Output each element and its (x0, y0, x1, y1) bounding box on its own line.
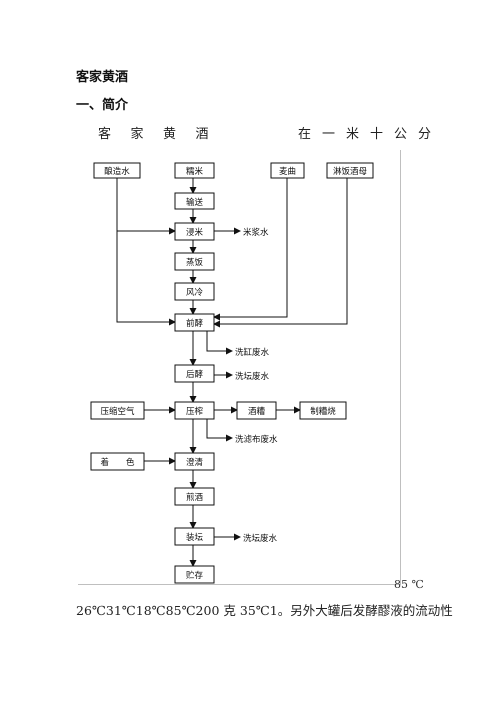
box-soak (174, 222, 215, 241)
box-press (174, 401, 215, 420)
box-pre-ferment (174, 313, 215, 332)
box-lees (236, 401, 277, 420)
waste-soak-water: 米浆水 (243, 227, 269, 238)
document-title: 客家黄酒 (76, 70, 129, 85)
label-press: 压榨 (186, 406, 204, 417)
label-color: 着 色 (100, 457, 135, 468)
temperature-text: 85 ℃ (394, 578, 424, 591)
label-wheat-qu: 麦曲 (279, 166, 296, 177)
label-steam: 蒸饭 (186, 257, 204, 268)
flow-box-labels: 酿造水 糯米 麦曲 淋饭酒母 输送 浸米 蒸饭 风冷 前酵 后酵 压缩空气 压榨… (100, 166, 367, 581)
box-air (90, 401, 145, 420)
box-yeast (326, 162, 374, 179)
box-post-ferment (174, 364, 215, 383)
waste-wash-filter: 洗滤布废水 (235, 434, 278, 445)
label-post-ferment: 后酵 (186, 369, 204, 380)
box-store (174, 565, 215, 584)
label-store: 贮存 (186, 570, 204, 581)
label-lees: 酒糟 (248, 406, 266, 417)
waste-wash-jar-1: 洗坛废水 (235, 371, 270, 382)
label-air: 压缩空气 (100, 406, 135, 417)
box-water (93, 162, 141, 179)
label-yeast: 淋饭酒母 (333, 166, 367, 177)
box-color (90, 452, 145, 471)
waste-wash-jar-2: 洗坛废水 (243, 533, 278, 544)
label-water: 酿造水 (104, 166, 130, 177)
box-steam (174, 252, 215, 271)
section-heading: 一、简介 (76, 98, 129, 113)
label-pre-ferment: 前酵 (186, 318, 204, 329)
label-cool: 风冷 (186, 287, 204, 298)
box-clarify (174, 452, 215, 471)
box-jar (174, 527, 215, 546)
box-cool (174, 282, 215, 301)
label-clarify: 澄清 (186, 457, 204, 468)
flow-boxes (90, 162, 374, 584)
waste-wash-tank: 洗缸废水 (235, 347, 270, 358)
label-convey: 输送 (186, 197, 204, 208)
box-rice (174, 162, 215, 179)
label-decoct: 煎酒 (186, 492, 204, 503)
box-liquor (299, 401, 347, 420)
label-liquor: 制糟烧 (310, 406, 336, 417)
intro-text-left: 客家黄酒 (98, 127, 229, 142)
body-text-line: 26℃31℃18℃85℃200 克 35℃1。另外大罐后发酵醪液的流动性 (76, 603, 453, 618)
box-convey (174, 192, 215, 210)
label-jar: 装坛 (186, 532, 204, 543)
intro-text-right: 在一米十公分 (298, 127, 443, 142)
flow-connectors (116, 178, 348, 567)
box-wheat-qu (270, 162, 305, 179)
label-rice: 糯米 (186, 166, 204, 177)
box-decoct (174, 487, 215, 506)
flow-waste-labels: 米浆水 洗缸废水 洗坛废水 洗滤布废水 洗坛废水 (235, 227, 278, 544)
label-soak: 浸米 (186, 227, 204, 238)
figure-frame (78, 150, 401, 585)
